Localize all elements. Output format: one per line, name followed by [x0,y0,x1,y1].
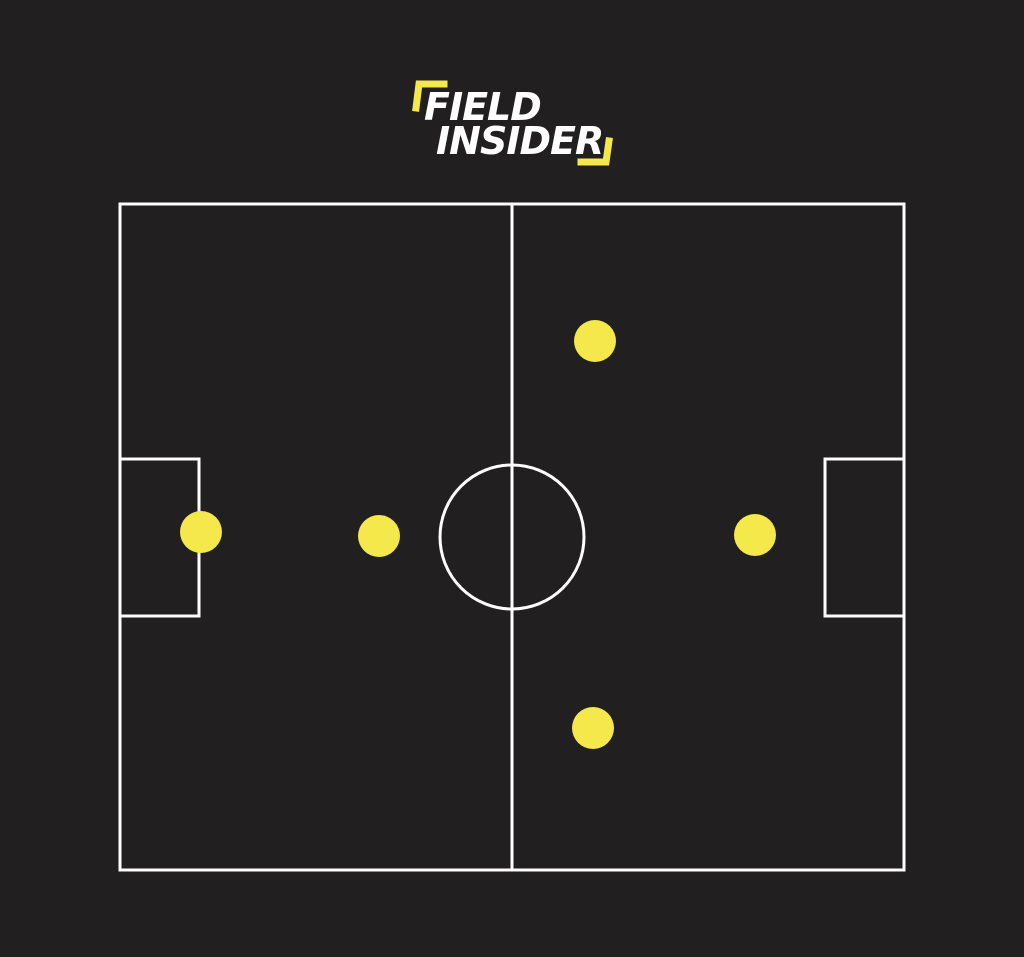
player-marker-forward [734,514,776,556]
logo-bracket-top-left [412,80,448,112]
field-insider-logo: FIELD INSIDER [412,80,613,166]
logo-line-field: FIELD [424,85,541,129]
right-goal-box [823,457,906,618]
player-marker-top-midfielder [574,320,616,362]
logo-bracket-bottom-right [577,137,613,166]
player-marker-defender [358,515,400,557]
player-marker-goalkeeper [180,511,222,553]
player-marker-bottom-midfielder [572,707,614,749]
logo-line-insider: INSIDER [436,119,603,163]
center-circle [438,463,586,611]
